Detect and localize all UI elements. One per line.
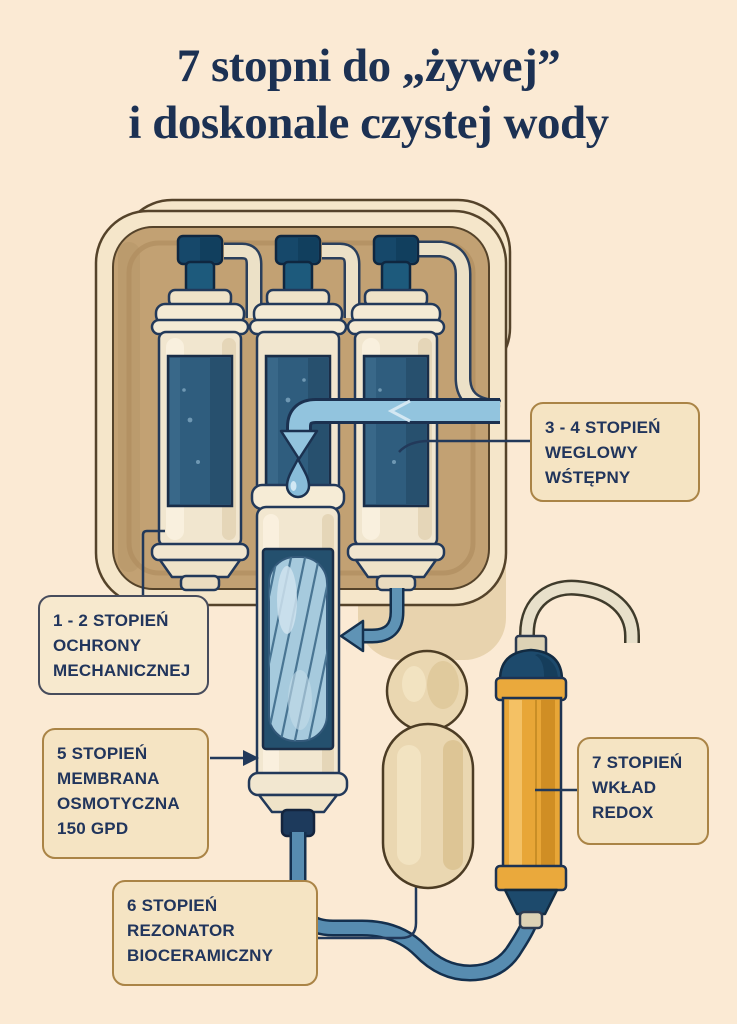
water-drop-icon [285, 457, 311, 499]
leader-arrow-stage-5 [210, 750, 259, 766]
leader-line-stage-3-4 [398, 439, 531, 453]
tube-to-membrane [339, 588, 405, 653]
filter-cartridge-3 [346, 234, 446, 592]
callout-line: BIOCERAMICZNY [127, 945, 274, 965]
flow-arrow-left-icon [339, 619, 365, 653]
callout-line: OSMOTYCZNA [57, 793, 180, 813]
flow-arrow-down-icon [279, 429, 319, 461]
arrow-right-icon [243, 750, 259, 766]
redox-cartridge [494, 634, 568, 930]
callout-line: WEGLOWY [545, 442, 638, 462]
leader-line-stage-6 [318, 877, 418, 940]
osmotic-membrane-filter [247, 483, 349, 838]
callout-line: 1 - 2 STOPIEŃ [53, 611, 169, 630]
callout-line: 150 GPD [57, 818, 129, 838]
feed-tube [279, 398, 500, 461]
faucet-spout [519, 579, 640, 650]
callout-line: 7 STOPIEŃ [592, 753, 683, 772]
callout-stage-5: 5 STOPIEŃ MEMBRANA OSMOTYCZNA 150 GPD [42, 728, 209, 859]
spiral-membrane-texture [269, 557, 327, 741]
callout-line: WKŁAD [592, 777, 657, 797]
callout-line: 3 - 4 STOPIEŃ [545, 418, 661, 437]
tube-to-redox [289, 832, 540, 982]
leader-line-stage-1-2 [141, 529, 165, 596]
callout-line: WŚTĘPNY [545, 467, 631, 487]
callout-line: 6 STOPIEŃ [127, 896, 218, 915]
page-title: 7 stopni do „żywej” i doskonale czystej … [0, 38, 737, 153]
callout-line: MECHANICZNEJ [53, 660, 191, 680]
page-title-line-1: 7 stopni do „żywej” [176, 40, 561, 92]
callout-line: REZONATOR [127, 920, 235, 940]
bioceramic-resonator-vessel [381, 649, 475, 890]
callout-line: OCHRONY [53, 635, 142, 655]
callout-stage-1-2: 1 - 2 STOPIEŃ OCHRONY MECHANICZNEJ [38, 595, 209, 695]
callout-line: 5 STOPIEŃ [57, 744, 148, 763]
flow-chevron-icon [387, 399, 411, 423]
callout-line: MEMBRANA [57, 768, 160, 788]
callout-stage-7: 7 STOPIEŃ WKŁAD REDOX [577, 737, 709, 845]
callout-stage-3-4: 3 - 4 STOPIEŃ WEGLOWY WŚTĘPNY [530, 402, 700, 502]
callout-line: REDOX [592, 802, 654, 822]
callout-stage-6: 6 STOPIEŃ REZONATOR BIOCERAMICZNY [112, 880, 318, 986]
filter-cartridge-1 [150, 234, 250, 592]
page-title-line-2: i doskonale czystej wody [128, 97, 609, 150]
